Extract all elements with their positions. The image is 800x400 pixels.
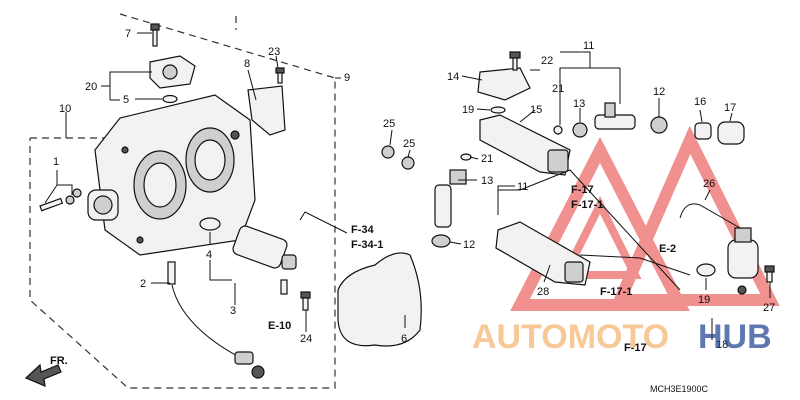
fuel-rail-cap — [547, 149, 569, 173]
seal-19a — [490, 106, 506, 114]
front-arrow-icon — [24, 363, 62, 387]
hose-fitting — [280, 279, 288, 295]
label-11b: 11 — [517, 181, 528, 193]
idle-cable-2 — [167, 261, 265, 379]
label-14: 14 — [447, 71, 459, 83]
ref-e-10[interactable]: E-10 — [268, 320, 291, 332]
label-1: 1 — [53, 156, 59, 168]
watermark-triangle-inner — [558, 196, 642, 279]
label-18: 18 — [716, 339, 728, 351]
label-28: 28 — [537, 286, 549, 298]
label-4: 4 — [206, 249, 212, 261]
label-17: 17 — [724, 102, 736, 114]
throttle-position-sensor — [149, 55, 196, 89]
bolt-24 — [300, 291, 311, 311]
label-22: 22 — [541, 55, 553, 67]
label-20: 20 — [85, 81, 97, 93]
ref-f-17-1-upper[interactable]: F-17-1 — [571, 199, 603, 211]
label-9: 9 — [344, 72, 350, 84]
cover-14 — [477, 67, 531, 101]
watermark-text-a: AUTOMOTO — [472, 318, 669, 356]
label-24: 24 — [300, 333, 312, 345]
leader-lines — [44, 32, 771, 340]
ref-e-2[interactable]: E-2 — [659, 243, 676, 255]
label-23: 23 — [268, 46, 280, 58]
front-direction-marker: FR. — [24, 355, 68, 387]
label-15: 15 — [530, 104, 542, 116]
pressure-regulator-18 — [727, 227, 759, 295]
bolt-22 — [509, 51, 521, 71]
label-27: 27 — [763, 302, 775, 314]
grommet-25b — [401, 156, 415, 170]
screw-set-1 — [39, 188, 82, 212]
label-12a: 12 — [653, 86, 665, 98]
ref-f-34-1[interactable]: F-34-1 — [351, 239, 383, 251]
ref-f-17-upper[interactable]: F-17 — [571, 184, 594, 196]
injector-upper — [553, 102, 636, 138]
gasket-6 — [337, 252, 422, 347]
watermark-triangle-outer — [510, 136, 690, 311]
label-7: 7 — [125, 28, 131, 40]
grommet-25a — [381, 145, 395, 159]
label-25a: 25 — [383, 118, 395, 130]
injector-lower — [431, 153, 472, 248]
label-21a: 21 — [552, 83, 564, 95]
assembly-frame-9 — [29, 13, 336, 389]
label-16: 16 — [694, 96, 706, 108]
cap-16 — [694, 122, 712, 140]
label-21b: 21 — [481, 153, 493, 165]
label-13b: 13 — [481, 175, 493, 187]
cushion-ring-12a — [650, 116, 668, 134]
label-2: 2 — [140, 278, 146, 290]
label-19b: 19 — [698, 294, 710, 306]
part-labels: 7 20 5 8 23 9 10 1 2 4 3 24 6 25 25 14 2… — [53, 28, 775, 351]
hose-26 — [679, 203, 741, 229]
ref-f-34[interactable]: F-34 — [351, 224, 375, 236]
watermark-text-b: HUB — [698, 318, 772, 356]
label-10: 10 — [59, 103, 71, 115]
idle-air-valve-3 — [232, 225, 297, 270]
label-6: 6 — [401, 333, 407, 345]
o-ring-4 — [199, 217, 221, 231]
bolt-7 — [150, 23, 160, 47]
watermark-text: AUTOMOTO HUB — [472, 318, 772, 356]
o-ring-5 — [162, 94, 178, 104]
front-marker-label: FR. — [50, 355, 68, 367]
bracket-8 — [247, 85, 286, 136]
label-5: 5 — [123, 94, 129, 106]
label-19a: 19 — [462, 104, 474, 116]
ref-f-17-lower[interactable]: F-17 — [624, 342, 647, 354]
watermark-logo — [510, 125, 780, 311]
throttle-body — [87, 94, 256, 256]
watermark-triangle-right — [610, 125, 780, 306]
o-ring-19b — [696, 263, 716, 277]
reference-labels: F-34 F-34-1 E-10 F-17 F-17-1 E-2 F-17-1 … — [268, 184, 676, 354]
label-8: 8 — [244, 58, 250, 70]
screw-23 — [275, 67, 285, 84]
diagram-code: MCH3E1900C — [650, 384, 709, 394]
label-25b: 25 — [403, 138, 415, 150]
label-13a: 13 — [573, 98, 585, 110]
label-11a: 11 — [583, 40, 594, 52]
label-26: 26 — [703, 178, 715, 190]
label-12b: 12 — [463, 239, 475, 251]
cap-17 — [717, 121, 745, 145]
ref-f-17-1-lower[interactable]: F-17-1 — [600, 286, 632, 298]
label-3: 3 — [230, 305, 236, 317]
